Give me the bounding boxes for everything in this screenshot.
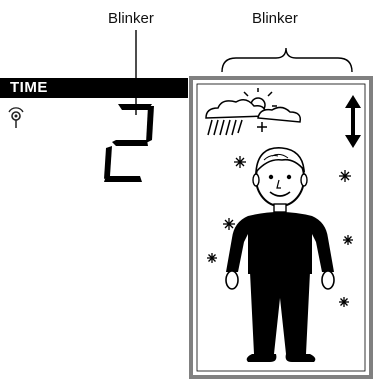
lcd-digit-2 <box>104 104 154 182</box>
blinker-brace <box>222 48 352 72</box>
radio-signal-icon <box>9 108 23 128</box>
